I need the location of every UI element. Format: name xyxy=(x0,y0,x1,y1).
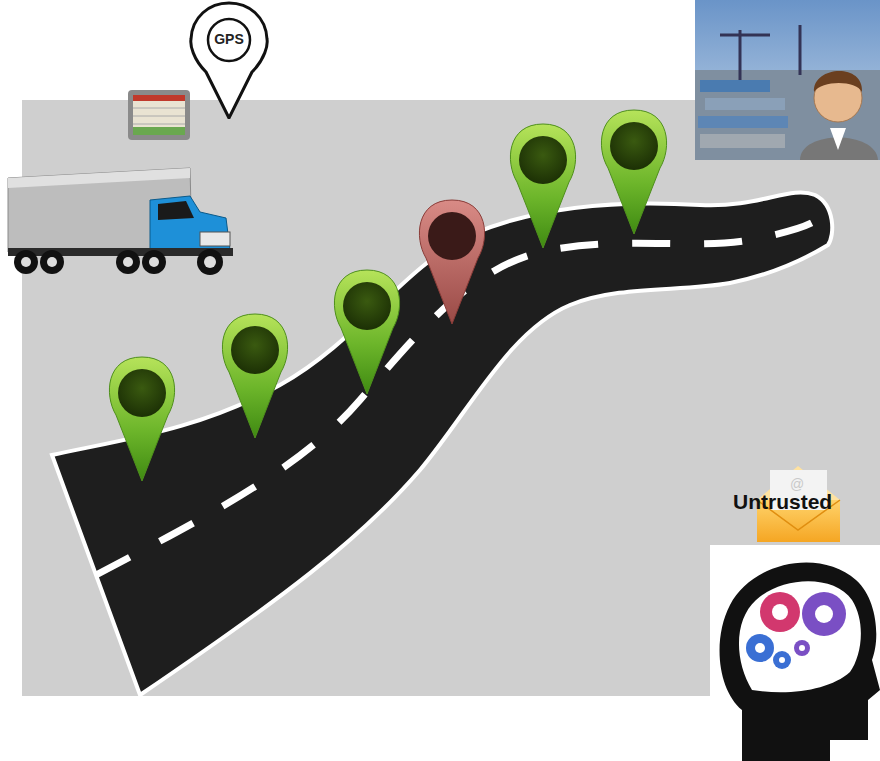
status-label: Untrusted xyxy=(733,490,832,514)
green-pin xyxy=(601,110,666,234)
green-pin xyxy=(109,357,174,481)
pin-outline xyxy=(189,1,269,119)
tablet-icon xyxy=(128,90,190,140)
green-pin xyxy=(222,314,287,438)
head-icon xyxy=(710,545,880,761)
port-photo xyxy=(695,0,880,160)
green-pin xyxy=(334,270,399,394)
truck xyxy=(8,168,233,275)
envelope-at-sign: @ xyxy=(790,476,804,492)
red-pin xyxy=(419,200,484,324)
green-pin xyxy=(510,124,575,248)
pin-text: GPS xyxy=(189,31,269,47)
gps-pin: GPS xyxy=(189,1,269,119)
